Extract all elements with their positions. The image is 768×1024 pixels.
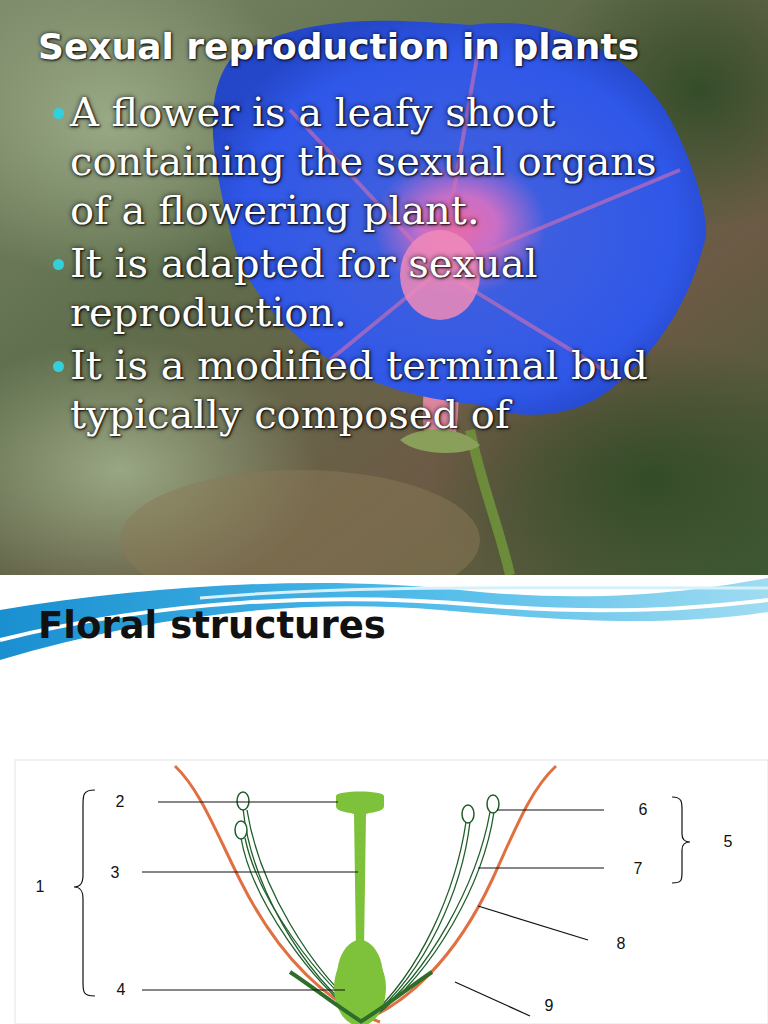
callout-number: 3 — [109, 864, 122, 882]
slide-title: Sexual reproduction in plants — [38, 26, 639, 67]
brace — [74, 790, 95, 996]
header-waves — [0, 575, 768, 1024]
bullet-text: It is adapted for sexual reproduction. — [70, 239, 680, 337]
callout-number: 7 — [632, 860, 645, 878]
bullet-dot — [53, 361, 64, 372]
flower-photo — [0, 0, 768, 620]
callout-number: 9 — [543, 997, 556, 1015]
callout-number: 8 — [615, 935, 628, 953]
callout-number: 4 — [115, 981, 128, 999]
callout-number: 6 — [637, 801, 650, 819]
leader-lines — [142, 802, 604, 1016]
bullet-dot — [53, 259, 64, 270]
title-slide: Sexual reproduction in plants A flower is… — [0, 0, 768, 575]
floral-diagram — [15, 760, 768, 1024]
slide-heading: Floral structures — [38, 604, 386, 647]
bullet-text: It is a modified terminal bud typically … — [70, 341, 680, 439]
bullet-dot — [53, 108, 64, 119]
callout-number: 2 — [114, 793, 127, 811]
callout-number: 5 — [722, 833, 735, 851]
bullet-text: A flower is a leafy shoot containing the… — [70, 88, 680, 235]
brace — [672, 797, 690, 883]
callout-number: 1 — [34, 878, 47, 896]
